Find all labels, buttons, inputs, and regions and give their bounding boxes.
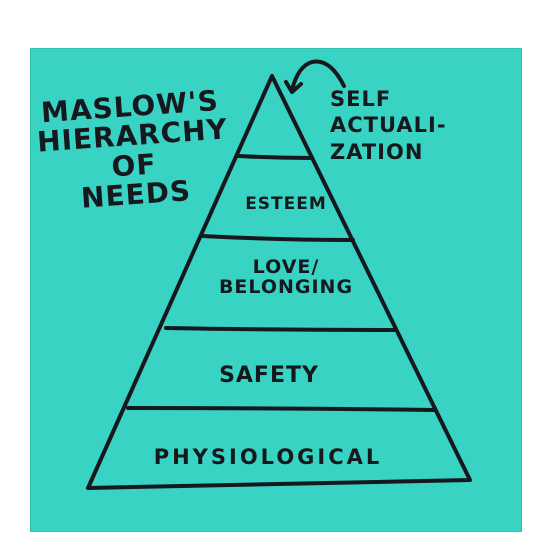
self-actualization-arrow (290, 59, 346, 92)
love-line-2: BELONGING (218, 275, 354, 298)
divider-esteem-love (200, 234, 355, 242)
self-line-1: SELF (330, 87, 392, 111)
sticky-note (30, 48, 522, 532)
divider-safety-physiological (126, 406, 436, 412)
divider-self-esteem (236, 154, 314, 160)
label-safety: SAFETY (219, 363, 319, 388)
self-line-2: ACTUALI- (330, 113, 447, 138)
divider-love-safety (164, 326, 396, 332)
love-line-1: LOVE/ (252, 256, 320, 278)
label-love-belonging: LOVE/ BELONGING (198, 256, 374, 298)
label-esteem: ESTEEM (245, 194, 327, 214)
diagram-title: MASLOW'S HIERARCHY OF NEEDS (34, 84, 232, 217)
self-actualization-arrowhead (284, 80, 303, 94)
pyramid-outline (86, 74, 472, 490)
self-line-3: ZATION (330, 139, 424, 164)
label-self-actualization: SELF ACTUALI- ZATION (330, 86, 447, 165)
label-physiological: PHYSIOLOGICAL (153, 445, 383, 469)
